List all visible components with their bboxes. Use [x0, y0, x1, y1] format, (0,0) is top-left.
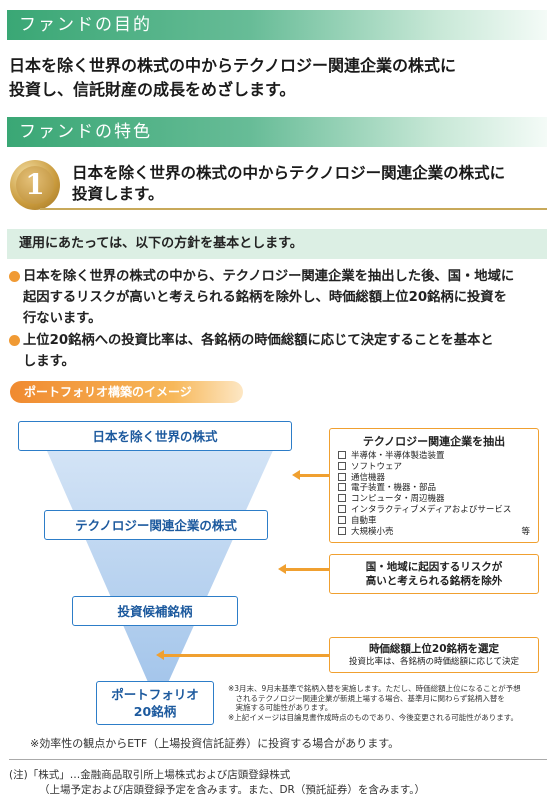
arrow-line [297, 474, 329, 477]
exclude-box-line: 国・地域に起因するリスクが [365, 561, 503, 573]
purpose-text-line: 日本を除く世界の株式の中からテクノロジー関連企業の株式に [9, 56, 457, 75]
arrow-left-icon [278, 564, 286, 574]
efficiency-note: ※効率性の観点からETF（上場投資信託証券）に投資する場合があります。 [30, 737, 400, 750]
divider [9, 759, 547, 760]
select-box: 時価総額上位20銘柄を選定 投資比率は、各銘柄の時価総額に応じて決定 [329, 637, 539, 673]
stage-portfolio-line: ポートフォリオ [111, 687, 199, 702]
bullet-dot-icon [9, 271, 20, 282]
stage-portfolio: ポートフォリオ 20銘柄 [96, 681, 214, 725]
stage-world-stocks: 日本を除く世界の株式 [18, 421, 292, 451]
bullet-item: 日本を除く世界の株式の中から、テクノロジー関連企業を抽出した後、国・地域に 起因… [9, 266, 549, 329]
arrow-line [163, 654, 329, 657]
fine-note-line: 実施する可能性があります。 [228, 703, 333, 712]
bullet-line: します。 [23, 354, 75, 369]
checklist-item: 通信機器 [338, 472, 530, 484]
exclude-box-line: 高いと考えられる銘柄を除外 [365, 575, 503, 587]
checklist-item: 大規模小売等 [338, 526, 530, 538]
fine-note-line: されるテクノロジー関連企業が新規上場する場合、基準月に関わらず銘柄入替を [228, 693, 505, 703]
extract-box: テクノロジー関連企業を抽出 半導体・半導体製造装置 ソフトウェア 通信機器 電子… [329, 428, 539, 543]
stage-candidates: 投資候補銘柄 [72, 596, 238, 626]
checklist-item: 電子装置・機器・部品 [338, 483, 530, 494]
footnote-line: (注)「株式」…金融商品取引所上場株式および店頭登録株式 [9, 769, 291, 781]
checklist-item: 自動車 [338, 515, 530, 527]
footnote-line: （上場予定および店頭登録予定を含みます。また、DR（預託証券）を含みます。） [39, 784, 426, 796]
feature-title: 日本を除く世界の株式の中からテクノロジー関連企業の株式に 投資します。 [72, 163, 547, 205]
checkbox-icon [338, 526, 346, 535]
bullet-item: 上位20銘柄への投資比率は、各銘柄の時価総額に応じて決定することを基本と します… [9, 330, 549, 372]
checkbox-icon [338, 504, 346, 513]
fine-note-line: ※3月末、9月末基準で銘柄入替を実施します。ただし、時価総額上位になることが予想 [228, 684, 521, 693]
stage-portfolio-line: 20銘柄 [133, 704, 177, 719]
fine-notes: ※3月末、9月末基準で銘柄入替を実施します。ただし、時価総額上位になることが予想… [228, 684, 548, 722]
fine-note-line: ※上記イメージは目論見書作成時点のものであり、今後変更される可能性があります。 [228, 712, 519, 722]
etc-label: 等 [521, 526, 530, 537]
features-heading: ファンドの特色 [7, 117, 547, 147]
extract-box-title: テクノロジー関連企業を抽出 [362, 435, 506, 448]
feature-title-line: 投資します。 [72, 185, 164, 203]
checklist-item: 半導体・半導体製造装置 [338, 451, 530, 462]
checkbox-icon [338, 472, 346, 481]
bullet-line: 上位20銘柄への投資比率は、各銘柄の時価総額に応じて決定することを基本と [23, 333, 494, 348]
checkbox-icon [338, 515, 346, 524]
number-badge: 1 [16, 166, 54, 204]
arrow-line [283, 568, 329, 571]
bullet-line: 起因するリスクが高いと考えられる銘柄を除外し、時価総額上位20銘柄に投資を [23, 290, 507, 305]
feature-underline [40, 208, 547, 210]
checklist-item: インタラクティブメディアおよびサービス [338, 504, 530, 516]
footnote: (注)「株式」…金融商品取引所上場株式および店頭登録株式 （上場予定および店頭登… [9, 768, 549, 798]
purpose-text: 日本を除く世界の株式の中からテクノロジー関連企業の株式に 投資し、信託財産の成長… [9, 54, 547, 102]
bullet-line: 日本を除く世界の株式の中から、テクノロジー関連企業を抽出した後、国・地域に [23, 269, 515, 284]
select-box-sub: 投資比率は、各銘柄の時価総額に応じて決定 [348, 657, 519, 667]
funnel-graphic [40, 435, 280, 705]
bullet-dot-icon [9, 335, 20, 346]
select-box-title: 時価総額上位20銘柄を選定 [368, 643, 500, 655]
exclude-box: 国・地域に起因するリスクが 高いと考えられる銘柄を除外 [329, 554, 539, 594]
feature-title-line: 日本を除く世界の株式の中からテクノロジー関連企業の株式に [72, 164, 506, 182]
checkbox-icon [338, 494, 346, 503]
stage-tech-stocks: テクノロジー関連企業の株式 [44, 510, 268, 540]
checkbox-icon [338, 451, 346, 459]
policy-banner: 運用にあたっては、以下の方針を基本とします。 [7, 229, 547, 259]
purpose-heading: ファンドの目的 [7, 10, 547, 40]
purpose-text-line: 投資し、信託財産の成長をめざします。 [9, 80, 296, 99]
arrow-left-icon [156, 650, 164, 660]
bullet-line: 行ないます。 [23, 311, 102, 326]
portfolio-image-label: ポートフォリオ構築のイメージ [10, 381, 243, 403]
checklist-item: ソフトウェア [338, 461, 530, 473]
checkbox-icon [338, 461, 346, 470]
checklist-item: コンピュータ・周辺機器 [338, 494, 530, 505]
checkbox-icon [338, 483, 346, 492]
arrow-left-icon [292, 470, 300, 480]
